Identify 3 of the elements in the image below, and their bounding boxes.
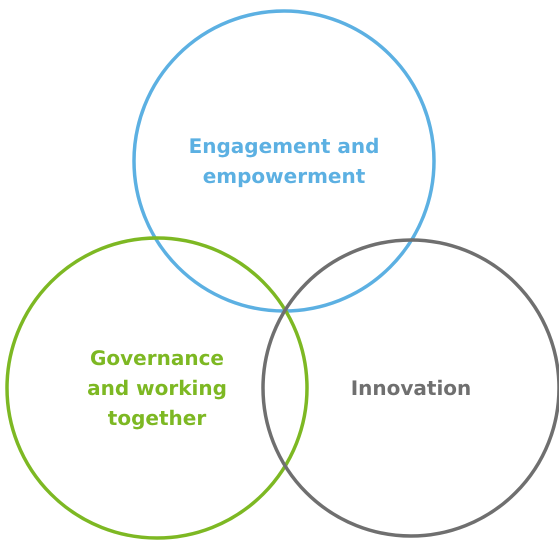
circle-label: Governance and working together [86, 345, 228, 432]
circle-label: Innovation [350, 375, 472, 402]
circle-label: Engagement and empowerment [188, 133, 380, 190]
